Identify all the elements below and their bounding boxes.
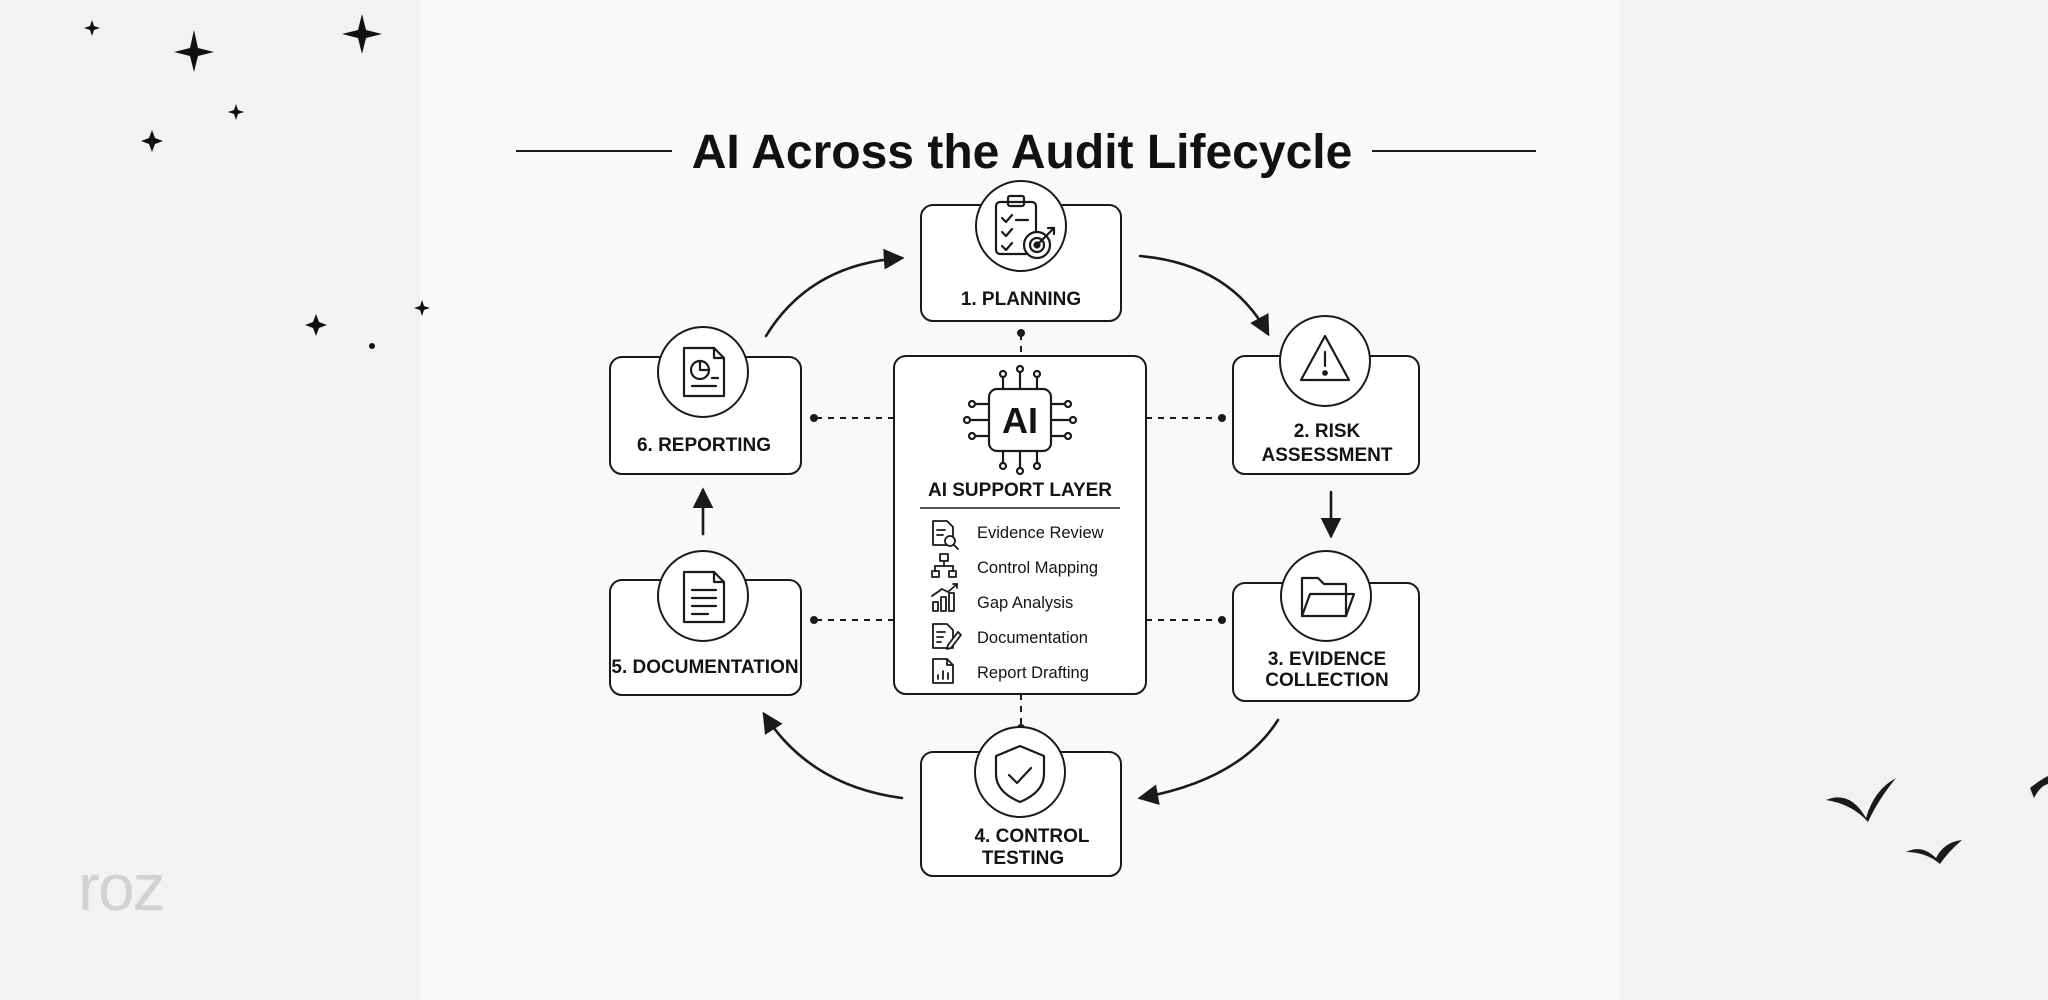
feature-label: Control Mapping xyxy=(977,559,1098,577)
arrow-planning-to-risk xyxy=(1138,254,1270,337)
icon-badge xyxy=(975,180,1067,272)
sparkle-icon xyxy=(174,30,214,72)
icon-badge xyxy=(657,326,749,418)
shield-check-icon xyxy=(994,744,1046,804)
sparkle-icon xyxy=(84,20,100,36)
dashed-connectors xyxy=(810,329,1226,732)
dot-decoration xyxy=(369,343,375,349)
icon-badge xyxy=(1280,550,1372,642)
connector-dot xyxy=(810,616,818,624)
feature-row: Documentation xyxy=(932,623,1088,650)
arrow-control-to-documentation xyxy=(762,711,904,800)
sparkle-icon xyxy=(414,300,430,316)
title-group: AI Across the Audit Lifecycle xyxy=(516,126,1536,179)
sparkle-icon xyxy=(342,14,382,54)
report-icon xyxy=(932,658,954,684)
feature-row: Report Drafting xyxy=(932,658,1089,684)
feature-row: Gap Analysis xyxy=(931,583,1073,612)
step-documentation[interactable]: 5. DOCUMENTATION xyxy=(609,550,802,696)
ai-chip-icon: AI xyxy=(962,364,1078,476)
bird-icon xyxy=(2030,776,2048,798)
step-label-line2: TESTING xyxy=(982,848,1064,869)
clipboard-target-icon xyxy=(994,194,1056,260)
step-label-line1: 3. EVIDENCE xyxy=(1268,649,1386,670)
step-label: 1. PLANNING xyxy=(961,289,1081,310)
step-label-line1: 4. CONTROL xyxy=(974,826,1089,847)
feature-row: Evidence Review xyxy=(932,520,1104,550)
feature-label: Report Drafting xyxy=(977,664,1089,682)
step-label-line1: 2. RISK xyxy=(1294,421,1361,442)
report-chart-icon xyxy=(682,346,726,398)
feature-label: Documentation xyxy=(977,629,1088,647)
step-label: 6. REPORTING xyxy=(637,435,771,456)
document-search-icon xyxy=(932,520,959,550)
brand-logo: roz xyxy=(78,850,164,924)
warning-triangle-icon xyxy=(1299,334,1351,382)
connector-dot xyxy=(1218,414,1226,422)
sparkle-icon xyxy=(305,314,327,336)
icon-badge xyxy=(974,726,1066,818)
step-planning[interactable]: 1. PLANNING xyxy=(920,180,1122,322)
document-icon xyxy=(682,570,726,624)
step-label: 5. DOCUMENTATION xyxy=(611,657,798,678)
step-label-line2: ASSESSMENT xyxy=(1262,445,1393,466)
decorative-birds xyxy=(1826,776,2048,864)
bird-icon xyxy=(1826,778,1896,822)
sparkle-icon xyxy=(141,130,163,152)
feature-list: Evidence Review Control Mapping xyxy=(931,520,1104,684)
decorative-stars xyxy=(84,14,430,349)
feature-row: Control Mapping xyxy=(931,553,1098,578)
sparkle-icon xyxy=(228,104,244,120)
page-title: AI Across the Audit Lifecycle xyxy=(692,126,1353,179)
chip-label: AI xyxy=(1002,400,1038,441)
center-box xyxy=(893,355,1147,695)
step-label-line2: COLLECTION xyxy=(1265,670,1389,691)
arrow-reporting-to-planning xyxy=(764,248,905,338)
folder-icon xyxy=(1300,576,1356,618)
ai-support-layer-panel: AI AI SUPPORT LAYER Evidence Review xyxy=(893,355,1147,695)
bar-trend-icon xyxy=(931,583,958,612)
step-control-testing[interactable]: 4. CONTROL TESTING xyxy=(920,726,1122,877)
step-risk-assessment[interactable]: 2. RISK ASSESSMENT xyxy=(1232,315,1420,475)
icon-badge xyxy=(657,550,749,642)
document-edit-icon xyxy=(932,623,962,650)
step-evidence-collection[interactable]: 3. EVIDENCE COLLECTION xyxy=(1232,550,1420,702)
hierarchy-icon xyxy=(931,553,957,578)
arrow-evidence-to-control xyxy=(1137,718,1280,806)
center-title: AI SUPPORT LAYER xyxy=(928,480,1112,501)
bird-icon xyxy=(1906,840,1962,864)
connector-dot xyxy=(810,414,818,422)
connector-dot xyxy=(1218,616,1226,624)
feature-label: Gap Analysis xyxy=(977,594,1073,612)
connector-dot xyxy=(1017,329,1025,337)
step-reporting[interactable]: 6. REPORTING xyxy=(609,326,802,475)
cycle-arrows xyxy=(692,248,1342,806)
feature-label: Evidence Review xyxy=(977,524,1104,542)
